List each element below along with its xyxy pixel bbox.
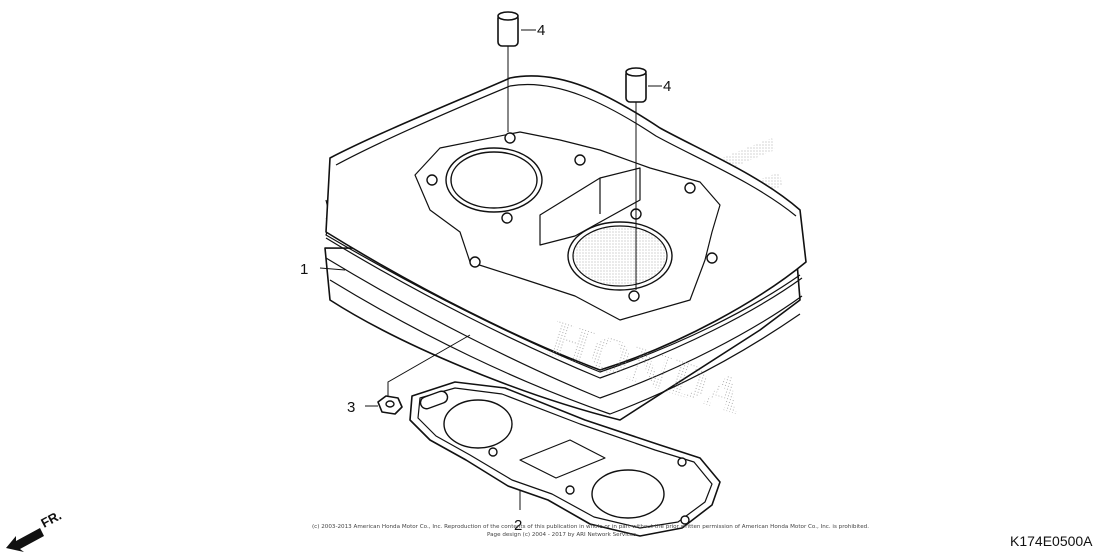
front-direction-arrow-icon (6, 528, 44, 552)
callout-number-1: 1 (300, 261, 308, 278)
leader-lines (319, 29, 662, 510)
cylinder-gasket (409, 381, 721, 537)
diagram-code: K174E0500A (1010, 533, 1093, 549)
callout-number-4: 4 (537, 22, 545, 39)
callout-number-4: 4 (663, 78, 671, 95)
hex-nut (377, 395, 403, 415)
copyright-notice: (c) 2003-2013 American Honda Motor Co., … (312, 524, 869, 530)
callout-number-3: 3 (347, 399, 355, 416)
callout-number-2: 2 (514, 517, 522, 534)
copyright-page-design: Page design (c) 2004 - 2017 by ARI Netwo… (487, 532, 636, 538)
cylinder-block: HONDA (324, 75, 807, 425)
front-direction-label: FR. (38, 508, 64, 531)
dowel-pin (625, 67, 647, 103)
dowel-pin (497, 11, 519, 47)
